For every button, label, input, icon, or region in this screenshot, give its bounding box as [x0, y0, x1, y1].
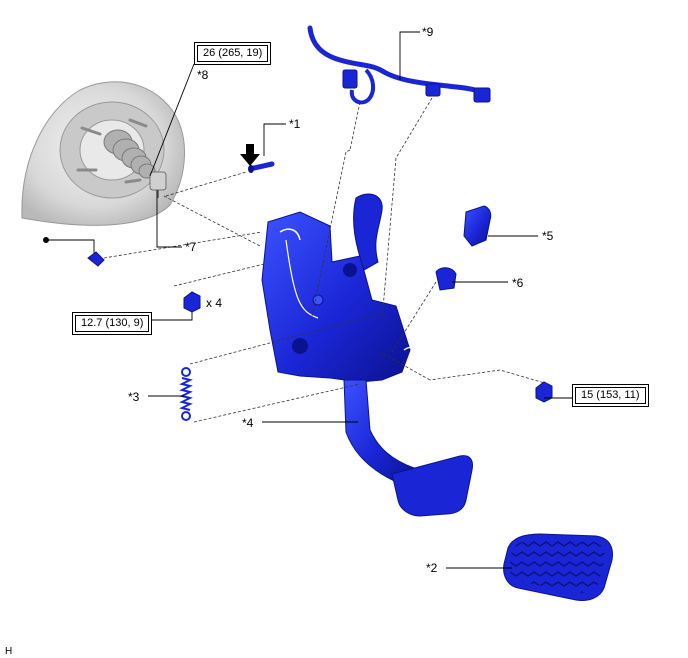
- leader-lines: [47, 31, 572, 569]
- callout-6: *6: [512, 276, 524, 290]
- non-reusable-dot-icon: [43, 237, 49, 243]
- torque-spec-text: 26 (265, 19): [197, 45, 269, 62]
- torque-spec-bracket-bolt: 15 (153, 11): [572, 384, 649, 407]
- callout-3: *3: [128, 390, 140, 404]
- cushion: [435, 267, 457, 291]
- brake-booster: [21, 81, 186, 226]
- torque-spec-text: 15 (153, 11): [575, 387, 646, 404]
- torque-spec-text: 12.7 (130, 9): [75, 315, 150, 332]
- torque-spec-bracket-nut: 12.7 (130, 9): [72, 312, 153, 335]
- callout-2: *2: [426, 561, 438, 575]
- torque-spec-booster-nut: 26 (265, 19): [194, 42, 272, 65]
- brake-pedal-assembly: [261, 193, 473, 517]
- stop-light-switch: [463, 205, 492, 247]
- quantity-label: x 4: [206, 296, 223, 310]
- figure-code: H: [5, 646, 13, 657]
- pedal-pad: [503, 533, 613, 601]
- bracket-bolt: [535, 381, 553, 403]
- return-spring: [179, 367, 193, 421]
- callout-8: *8: [197, 68, 209, 82]
- clevis-pin: [248, 161, 275, 173]
- callout-9: *9: [422, 25, 434, 39]
- callout-1: *1: [289, 117, 301, 131]
- callout-4: *4: [242, 416, 254, 430]
- callout-7: *7: [185, 240, 197, 254]
- arrow-down-icon: [240, 144, 260, 166]
- callout-5: *5: [542, 229, 554, 243]
- wire-harness: [307, 25, 491, 105]
- mounting-nut: [183, 291, 201, 313]
- alignment-lines: [103, 97, 549, 423]
- clip: [87, 251, 105, 267]
